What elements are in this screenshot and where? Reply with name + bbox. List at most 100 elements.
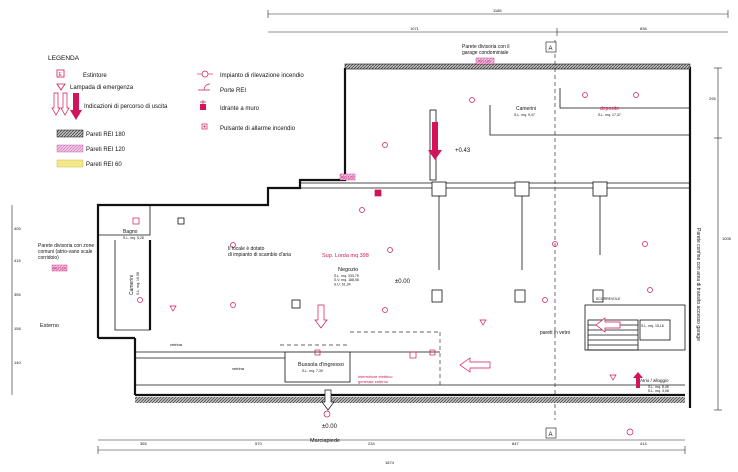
dim-top-total: 1185	[493, 8, 502, 13]
wheelchair-icon	[323, 410, 331, 418]
label-atrio-data: S.L. mq. 15,16	[641, 324, 664, 328]
dim-left-e: 140	[14, 360, 21, 365]
exit-arrow-icon	[595, 317, 621, 333]
dim-right-b: 1005	[722, 236, 732, 241]
alarm-button-icon	[201, 123, 208, 130]
dim-left-d: 158	[14, 326, 21, 331]
section-marker-a-bottom: A	[549, 432, 553, 438]
fire-detector-icon	[642, 241, 648, 247]
dim-bottom-5: 414	[640, 441, 647, 446]
rei-door-icon	[198, 83, 211, 91]
label-quota-1: +0.43	[455, 148, 471, 154]
hydrant-icon	[374, 189, 382, 197]
fire-detector-icon	[469, 97, 475, 103]
emergency-lamp-icon	[479, 319, 487, 326]
dim-bottom-total: 1674	[385, 460, 395, 465]
pillars	[177, 109, 608, 309]
dim-left-a: 405	[14, 226, 21, 231]
label-sup-lorda: Sup. Lorda mq 398	[322, 253, 369, 259]
fire-detector-icon	[387, 247, 393, 253]
label-negozio: Negozio	[338, 267, 358, 273]
legend-rei180: Pareti REI 180	[86, 132, 126, 138]
alarm-button-icon	[314, 349, 321, 356]
legend-title: LEGENDA	[48, 55, 80, 62]
label-camerini-2: Camerini	[129, 275, 135, 295]
label-marciapiede: Marciapiede	[310, 438, 340, 444]
fire-detector-icon	[382, 307, 388, 313]
label-bagno-data: S.L. mq. 5,28	[123, 236, 144, 240]
dim-top-right: 836	[640, 26, 647, 31]
label-esterno: Esterno	[40, 323, 59, 329]
label-camerini-2-data: S.L. mq. 16,38	[136, 272, 140, 295]
label-deposito-data: S.L. mq. 17,37	[598, 113, 621, 117]
label-ascensore: Atrio / alloggio	[640, 378, 669, 383]
exit-arrow-icon	[459, 357, 491, 373]
dim-right-a: 295	[709, 96, 716, 101]
label-camerini-1-data: S.L. mq. 9,47	[514, 113, 535, 117]
dim-bottom-1: 365	[140, 441, 147, 446]
label-vetrina-2: vetrina	[232, 366, 245, 371]
rei-tags: REI 180 REI 120 REI 120	[51, 57, 495, 272]
fire-detector-icon	[382, 142, 388, 148]
rei180-swatch	[56, 129, 84, 138]
legend-pulsante: Pulsante di allarme incendio	[220, 126, 296, 132]
label-scorrevole: SCORREVOLE	[596, 297, 621, 301]
fire-detector-icon	[582, 92, 588, 98]
label-bussola-data: S.L. mq. 7,39	[302, 369, 323, 373]
svg-text:E: E	[59, 72, 63, 78]
fire-detector-icon	[552, 241, 558, 247]
dimension-lines: 1185 1071 836 295 1005 405 415 355 158 1…	[11, 8, 732, 465]
legend-percorso: Indicazioni di percorso di uscita	[84, 104, 168, 110]
alarm-button-icon	[429, 349, 436, 356]
extinguisher-icon	[132, 217, 140, 225]
bottom-wall-hatch	[135, 397, 685, 403]
fire-detector-icon	[137, 297, 143, 303]
legend-rei60: Pareti REI 60	[86, 162, 122, 168]
label-vetrina: vetrina	[170, 342, 183, 347]
legend-rei120: Pareti REI 120	[86, 147, 126, 153]
exit-arrow-icon	[428, 122, 442, 160]
label-parete-destra: Parete confine con area di transito acce…	[695, 228, 701, 341]
rei-tag-mid: REI 120	[341, 176, 354, 180]
legend-estintore: Estintore	[83, 73, 107, 79]
extinguisher-icon	[409, 351, 417, 359]
legend: LEGENDA E Estintore Lampada di emergenza…	[48, 55, 304, 168]
rei60-swatch	[56, 159, 84, 168]
emergency-lamp-icon	[56, 83, 66, 91]
rei-tag-divisoria: REI 120	[53, 267, 66, 271]
wheelchair-icon	[626, 428, 634, 436]
label-camerini-1: Camerini	[516, 106, 536, 112]
fire-detector-icon	[230, 242, 236, 248]
fire-safety-symbols	[132, 92, 653, 381]
walls	[96, 40, 692, 420]
label-quota-3: ±0.00	[322, 424, 338, 430]
exit-path-icon	[51, 92, 82, 120]
fire-detector-icon	[230, 302, 236, 308]
dim-bottom-3: 234	[368, 441, 375, 446]
emergency-lamp-icon	[609, 374, 617, 381]
exit-arrow-icon	[321, 389, 335, 411]
hydrant-icon	[200, 100, 206, 110]
label-quota-2: ±0.00	[395, 279, 411, 285]
label-deposito: deposito	[600, 106, 619, 112]
section-marker-a-top: A	[549, 46, 553, 52]
label-bagno: Bagno	[123, 229, 138, 235]
fire-detector-icon	[359, 207, 365, 213]
legend-lampada: Lampada di emergenza	[70, 85, 134, 91]
legend-idrante: Idrante a muro	[220, 106, 260, 112]
emergency-lamp-icon	[169, 305, 177, 312]
extinguisher-icon	[56, 69, 65, 78]
label-pareti-vetro: pareti in vetro	[540, 330, 571, 336]
fire-detector-icon	[647, 287, 653, 293]
fire-detector-icon	[633, 92, 639, 98]
rei-tag-garage: REI 180	[478, 60, 491, 64]
dim-bottom-4: 847	[512, 441, 519, 446]
legend-porte: Porte REI	[220, 88, 246, 94]
rei120-swatch	[56, 144, 84, 153]
